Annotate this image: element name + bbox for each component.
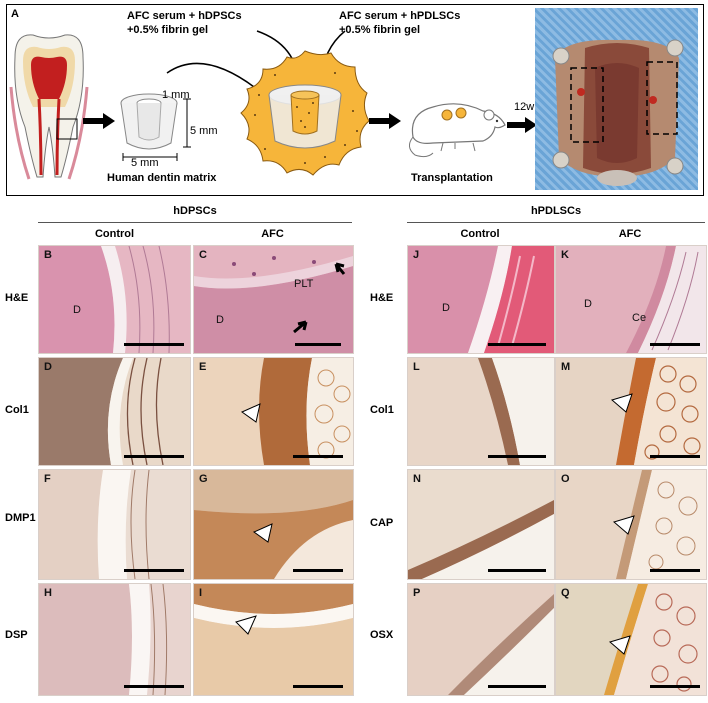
row-label-right-3: CAP (370, 517, 394, 529)
dim-width-label: 5 mm (131, 157, 159, 169)
micrograph-b: B D (38, 245, 191, 354)
micrograph-h: H (38, 583, 191, 696)
micrograph-f: F (38, 469, 191, 580)
tile-letter: B (44, 249, 52, 261)
col-header-left-afc: AFC (261, 228, 284, 240)
transplant-caption: Transplantation (411, 172, 493, 184)
fibrin-gel-illustration (240, 50, 370, 176)
col-header-right-afc: AFC (618, 228, 642, 240)
row-label-right-1: H&E (370, 292, 394, 304)
group-divider-right (407, 222, 705, 223)
scale-bar (488, 685, 546, 688)
micrograph-l: L (407, 357, 555, 466)
scale-bar (650, 569, 700, 572)
row-label-left-2: Col1 (5, 404, 29, 416)
scale-bar (124, 343, 184, 346)
micrograph-e: E (193, 357, 354, 466)
scale-bar (124, 455, 184, 458)
group-title-left: hDPSCs (173, 205, 217, 217)
dim-height-label: 5 mm (190, 125, 218, 137)
time-label: 12w (514, 101, 535, 113)
row-label-left-3: DMP1 (5, 512, 36, 524)
scale-bar (124, 685, 184, 688)
scale-bar (488, 569, 546, 572)
micrograph-j: J D (407, 245, 555, 354)
tile-letter: J (413, 249, 420, 261)
scale-bar (293, 569, 343, 572)
tile-letter: P (413, 587, 421, 599)
dpsc-mix-label: AFC serum + hDPSCs +0.5% fibrin gel (127, 10, 242, 36)
arrow-right-icon (83, 113, 115, 129)
micrograph-i: I (193, 583, 354, 696)
scale-bar (488, 343, 546, 346)
panel-a-letter: A (11, 8, 19, 20)
tile-letter: E (199, 361, 207, 373)
micrograph-n: N (407, 469, 555, 580)
tile-letter: O (561, 473, 570, 485)
scale-bar (650, 685, 700, 688)
tile-letter: I (199, 587, 203, 599)
tile-letter: G (199, 473, 208, 485)
tile-letter: C (199, 249, 207, 261)
region-label: Ce (632, 312, 647, 324)
scale-bar (650, 343, 700, 346)
group-divider-left (38, 222, 352, 223)
tile-letter: D (44, 361, 52, 373)
tile-letter: M (561, 361, 571, 373)
arrow-right-icon (507, 117, 537, 133)
scale-bar (293, 455, 343, 458)
scale-bar (293, 685, 343, 688)
tile-letter: F (44, 473, 51, 485)
micrograph-d: D (38, 357, 191, 466)
micrograph-p: P (407, 583, 555, 696)
tile-letter: H (44, 587, 52, 599)
tooth-illustration (9, 34, 89, 180)
col-header-right-control: Control (460, 228, 500, 240)
region-label: PLT (294, 278, 314, 290)
mouse-illustration (409, 103, 506, 158)
panel-a: A 1 mm 5 mm 5 mm Human dentin matrix AFC… (6, 4, 704, 196)
tile-letter: K (561, 249, 569, 261)
micrograph-o: O (555, 469, 707, 580)
arrow-right-icon (369, 113, 401, 129)
scale-bar (650, 455, 700, 458)
scale-bar (295, 343, 341, 346)
scale-bar (124, 569, 184, 572)
dim-inner-label: 1 mm (162, 89, 190, 101)
micrograph-g: G (193, 469, 354, 580)
micrograph-m: M (555, 357, 707, 466)
tile-letter: N (413, 473, 421, 485)
micrograph-q: Q (555, 583, 707, 696)
matrix-caption: Human dentin matrix (107, 172, 217, 184)
row-label-right-4: OSX (370, 629, 394, 641)
col-header-left-control: Control (94, 228, 135, 240)
region-label: D (584, 298, 592, 310)
region-label: D (73, 304, 81, 316)
row-label-left-4: DSP (5, 629, 28, 641)
dentin-matrix-illustration (120, 93, 191, 161)
micrograph-k: K D Ce (555, 245, 707, 354)
group-title-right: hPDLSCs (530, 205, 582, 217)
region-label: D (216, 314, 224, 326)
row-label-right-2: Col1 (370, 404, 394, 416)
tile-letter: Q (561, 587, 570, 599)
tile-letter: L (413, 361, 420, 373)
explant-photo (535, 8, 698, 190)
region-label: D (442, 302, 450, 314)
micrograph-c: C PLT D (193, 245, 354, 354)
scale-bar (488, 455, 546, 458)
row-label-left-1: H&E (5, 292, 29, 304)
pdlsc-mix-label: AFC serum + hPDLSCs +0.5% fibrin gel (339, 10, 461, 36)
